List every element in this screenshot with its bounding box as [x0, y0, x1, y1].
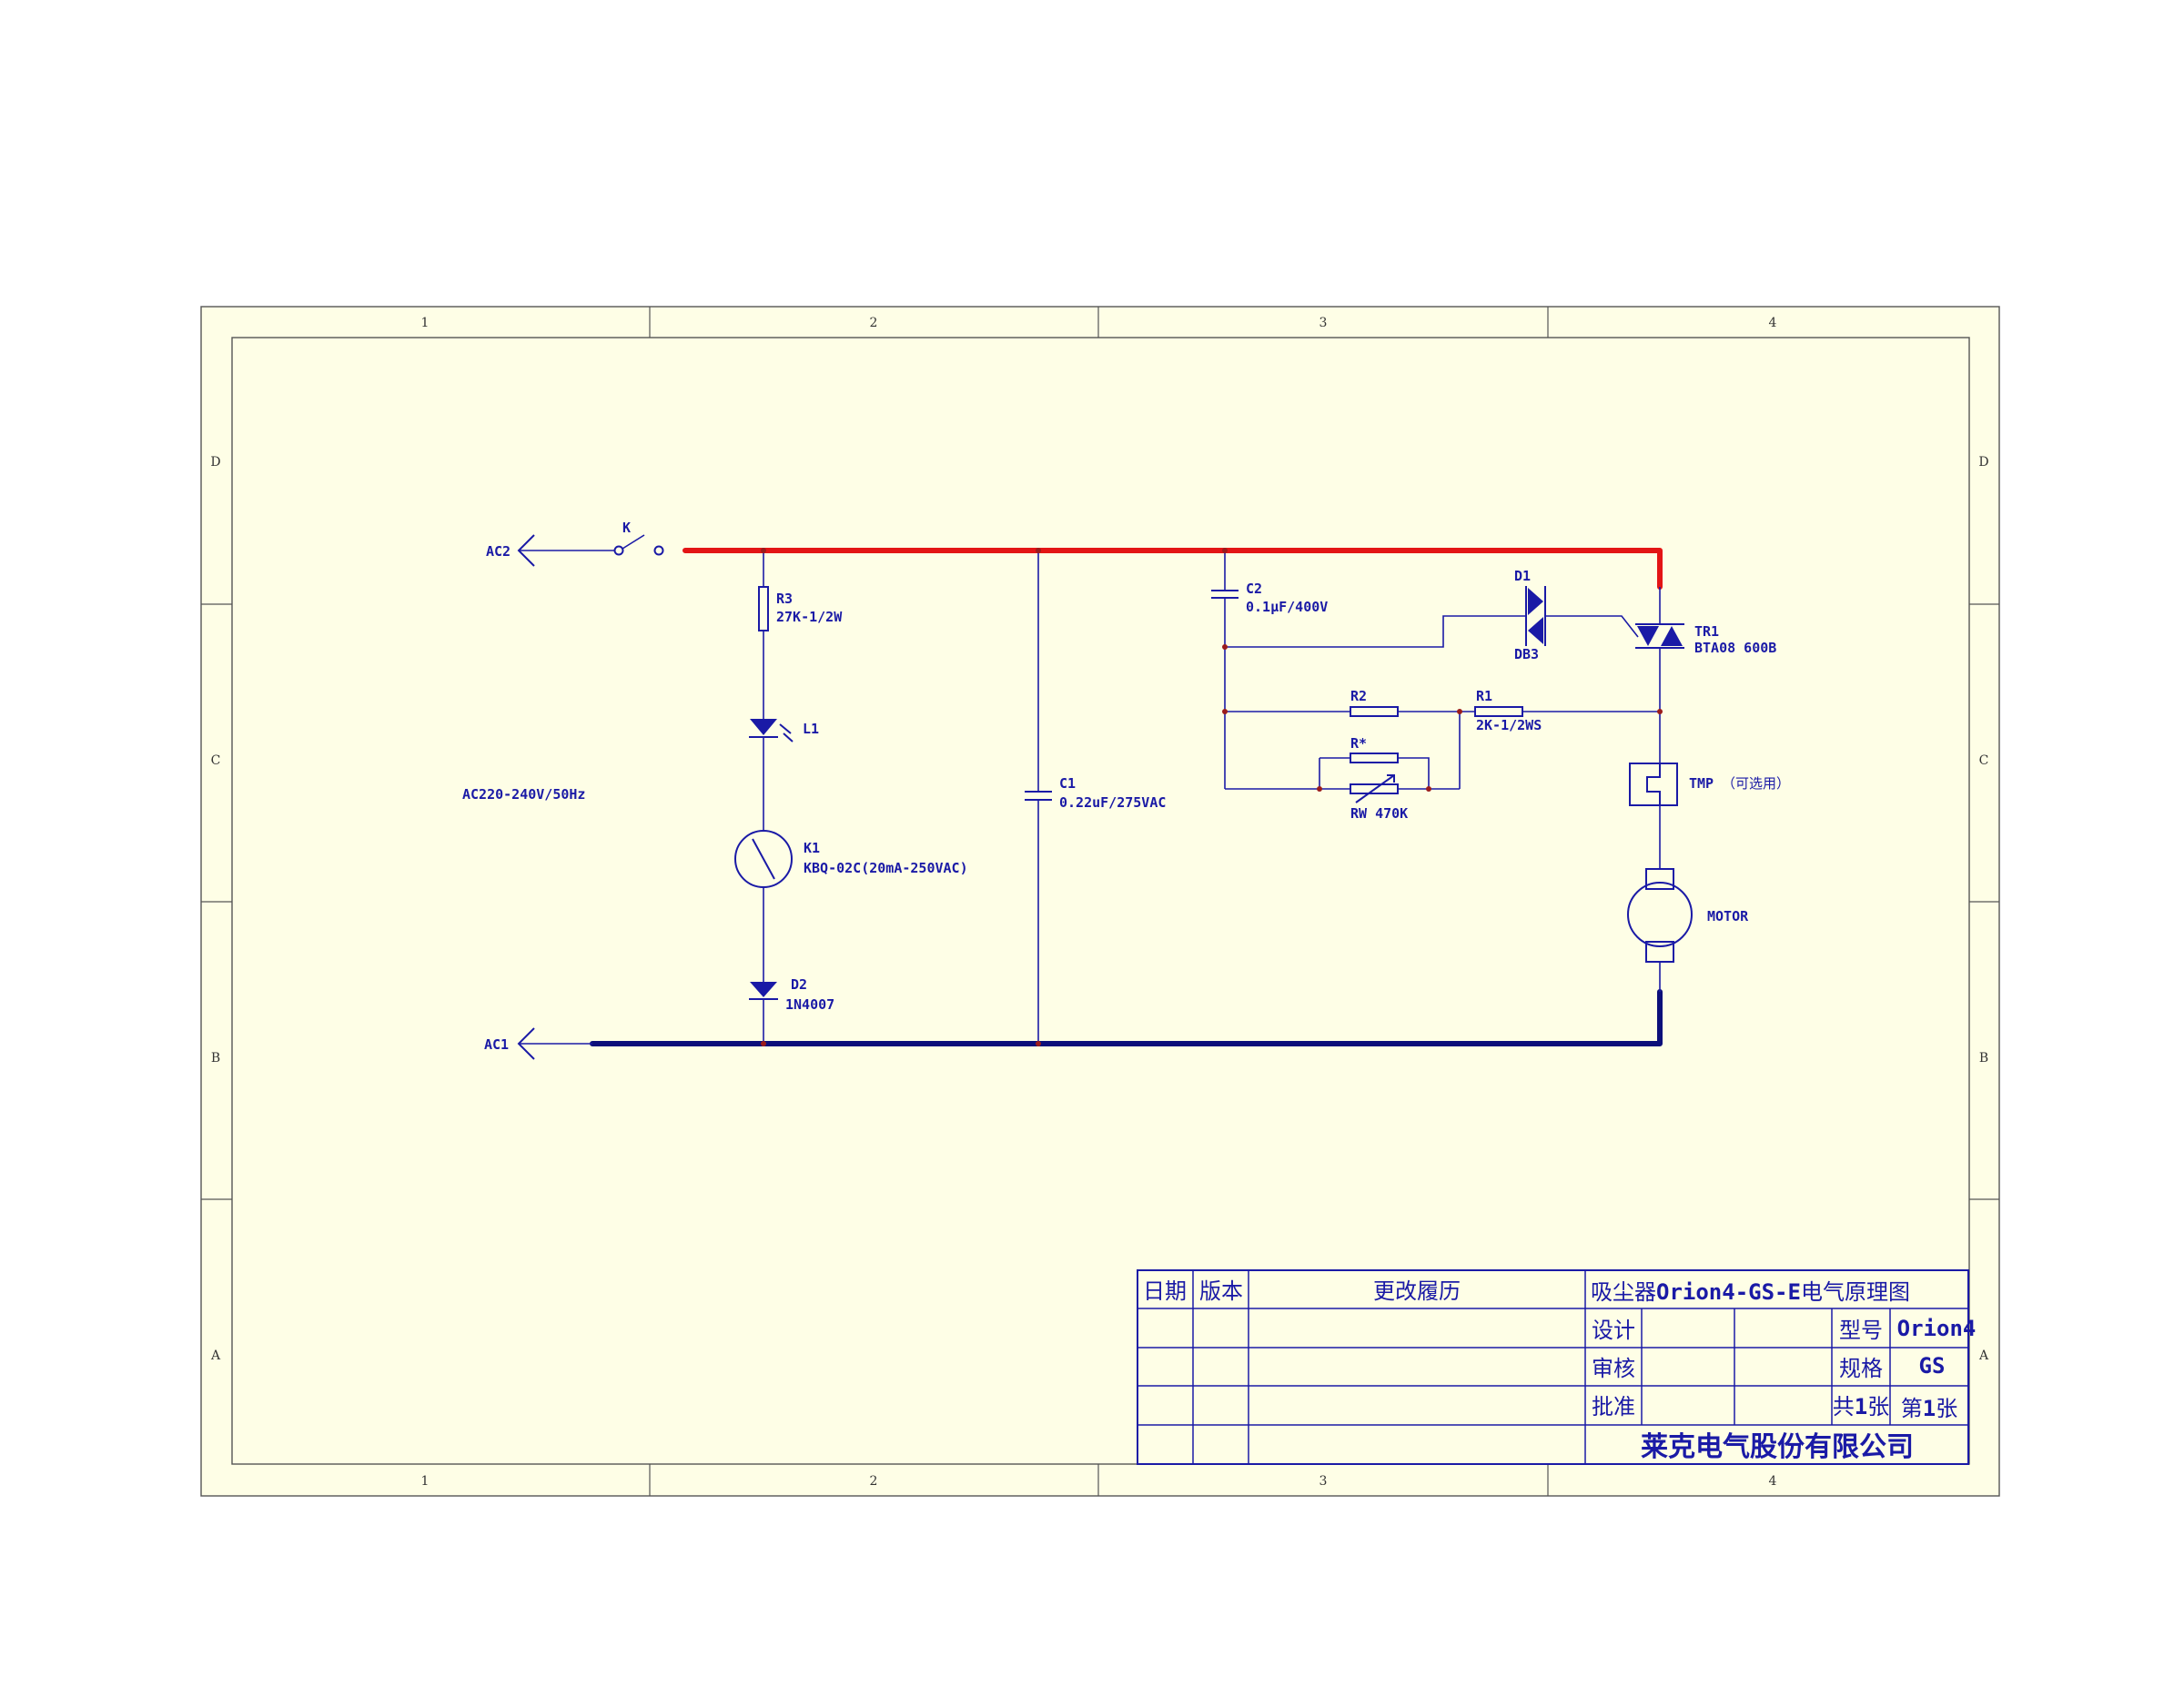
r3-ref: R3: [776, 591, 793, 607]
grid-col-3-bottom: 3: [1320, 1474, 1328, 1489]
r1-value: 2K-1/2WS: [1476, 717, 1542, 733]
junction-dot: [1222, 548, 1228, 553]
d1-ref: D1: [1514, 568, 1531, 584]
company-name: 莱克电气股份有限公司: [1641, 1431, 1914, 1463]
grid-row-b-left: B: [211, 1051, 220, 1066]
tb-spec-value: GS: [1919, 1353, 1946, 1379]
grid-row-c-right: C: [1979, 753, 1989, 768]
tb-model-value: Orion4: [1897, 1316, 1977, 1341]
motor-ref: MOTOR: [1707, 908, 1749, 924]
junction-dot: [761, 1041, 766, 1046]
tb-spec-label: 规格: [1839, 1356, 1883, 1381]
c2-ref: C2: [1246, 581, 1262, 597]
grid-row-d-right: D: [1978, 455, 1988, 470]
tmp-note: （可选用）: [1722, 775, 1790, 792]
junction-dot: [1457, 709, 1462, 714]
neutral-rail: [590, 989, 1663, 1046]
d1-value: DB3: [1514, 646, 1539, 662]
d2-diode: D2 1N4007: [749, 976, 834, 1013]
tmp-thermal-protector: TMP （可选用）: [1629, 763, 1790, 806]
junction-dot: [761, 548, 766, 553]
ac1-label: AC1: [484, 1036, 509, 1053]
grid-row-a-right: A: [1978, 1349, 1989, 1363]
switch-k: K: [613, 520, 664, 556]
c1-value: 0.22uF/275VAC: [1059, 794, 1166, 811]
junction-dot: [1036, 1041, 1041, 1046]
switch-k-label: K: [622, 520, 631, 536]
grid-col-1-top: 1: [421, 316, 430, 330]
tb-design-label: 设计: [1592, 1318, 1635, 1343]
grid-col-2-top: 2: [870, 316, 878, 330]
grid-col-1-bottom: 1: [421, 1474, 430, 1489]
ac2-label: AC2: [486, 543, 511, 560]
k1-breaker: K1 KBQ-02C(20mA-250VAC): [734, 830, 968, 888]
live-rail: [682, 548, 1663, 590]
drawing-title: 吸尘器Orion4-GS-E电气原理图: [1591, 1279, 1910, 1305]
c2-value: 0.1μF/400V: [1246, 599, 1328, 615]
tb-sheet-number: 第1张: [1901, 1396, 1957, 1421]
k1-value: KBQ-02C(20mA-250VAC): [804, 860, 968, 876]
grid-row-b-right: B: [1979, 1051, 1988, 1066]
r-star-ref: R*: [1350, 735, 1367, 752]
tb-header-version: 版本: [1199, 1278, 1243, 1304]
tb-sheets-total: 共1张: [1833, 1394, 1889, 1419]
tr1-value: BTA08 600B: [1694, 640, 1776, 656]
tmp-ref: TMP: [1689, 775, 1714, 792]
motor: MOTOR: [1627, 868, 1749, 963]
c1-ref: C1: [1059, 775, 1076, 792]
title-block: 日期 版本 更改履历 吸尘器Orion4-GS-E电气原理图 设计 审核 批准 …: [1137, 1269, 1977, 1465]
d2-value: 1N4007: [785, 996, 834, 1013]
grid-row-d-left: D: [210, 455, 220, 470]
l1-ref: L1: [803, 721, 819, 737]
tb-model-label: 型号: [1839, 1318, 1883, 1343]
circuit: AC2 K AC1 AC220-240V/50Hz R3 27K-1/2W: [462, 520, 1790, 1060]
grid-col-4-top: 4: [1769, 316, 1777, 330]
junction-dot: [1317, 786, 1322, 792]
k1-ref: K1: [804, 840, 820, 856]
grid-col-3-top: 3: [1320, 316, 1328, 330]
supply-voltage-note: AC220-240V/50Hz: [462, 786, 585, 803]
tb-review-label: 审核: [1592, 1356, 1635, 1381]
r3-value: 27K-1/2W: [776, 609, 843, 625]
r2-ref: R2: [1350, 688, 1367, 704]
tb-header-history: 更改履历: [1373, 1278, 1461, 1304]
tb-header-date: 日期: [1143, 1278, 1187, 1304]
ac1-terminal: AC1: [484, 1027, 592, 1060]
grid-row-c-left: C: [211, 753, 221, 768]
junction-dot: [1222, 644, 1228, 650]
grid-col-2-bottom: 2: [870, 1474, 878, 1489]
grid-col-4-bottom: 4: [1769, 1474, 1777, 1489]
ac2-terminal: AC2: [486, 534, 614, 567]
junction-dot: [1426, 786, 1431, 792]
d1-diac: D1 DB3: [1514, 568, 1546, 662]
tb-approve-label: 批准: [1592, 1394, 1635, 1419]
drawing-frame: 1 2 3 4 1 2 3 4 D C B A D C B A: [200, 306, 2000, 1497]
tr1-triac: TR1 BTA08 600B: [1635, 587, 1776, 656]
junction-dot: [1657, 709, 1663, 714]
r1-ref: R1: [1476, 688, 1492, 704]
d2-ref: D2: [791, 976, 807, 993]
tr1-ref: TR1: [1694, 623, 1719, 640]
grid-row-a-left: A: [210, 1349, 221, 1363]
junction-dot: [1222, 709, 1228, 714]
rw-ref: RW 470K: [1350, 805, 1408, 822]
junction-dot: [1036, 548, 1041, 553]
